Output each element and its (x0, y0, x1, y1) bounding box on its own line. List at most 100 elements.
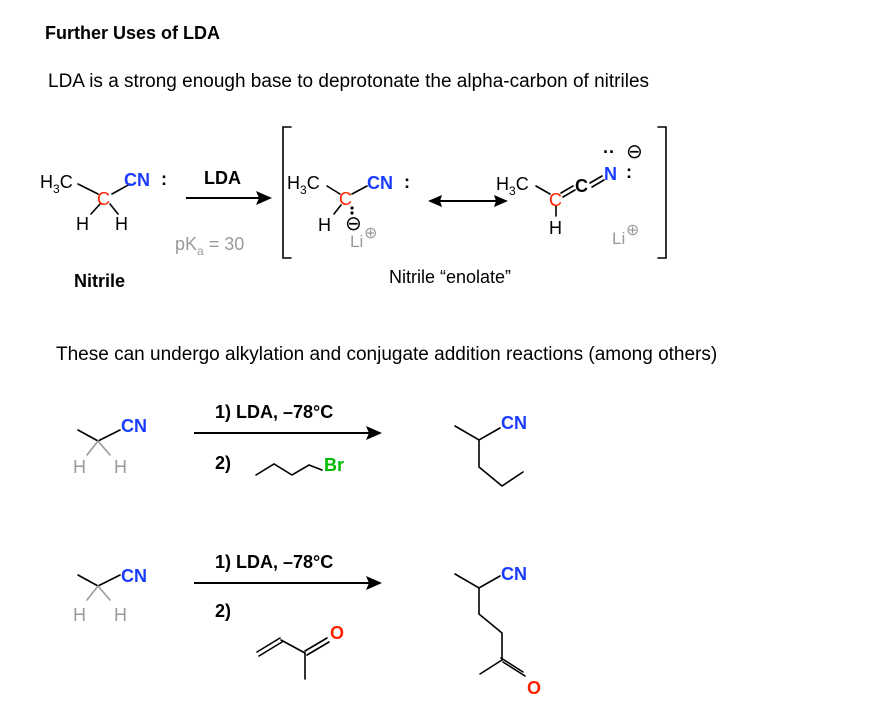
hydrogen: H (318, 215, 331, 235)
carbonyl-bond (304, 637, 328, 652)
lone-pair: : (404, 172, 410, 192)
reaction2-product: CN O (454, 564, 541, 698)
lithium-counterion: Li (350, 232, 363, 251)
double-bond (258, 641, 283, 657)
double-bond (589, 175, 603, 184)
bond (478, 439, 524, 487)
bond (77, 574, 99, 587)
bond (86, 585, 99, 601)
bond (77, 429, 99, 442)
bond (86, 440, 99, 456)
negative-charge: ⊖ (345, 213, 362, 235)
bond (478, 587, 503, 661)
positive-charge: ⊕ (364, 225, 377, 242)
page-title: Further Uses of LDA (45, 23, 221, 43)
hydrogen: H (114, 605, 127, 625)
hydrogen: H (76, 214, 89, 234)
carbonyl-bond (306, 641, 330, 656)
positive-charge: ⊕ (626, 222, 639, 239)
methyl-vinyl-ketone: O (256, 623, 344, 680)
double-bond (591, 179, 605, 188)
lithium-counterion: Li (612, 229, 625, 248)
intro-text: LDA is a strong enough base to deprotona… (48, 71, 650, 92)
methyl-group: H3C (40, 172, 73, 196)
reaction1-arrow: 1) LDA, –78°C 2) Br (194, 402, 382, 476)
reaction2-starting-nitrile: CN H H (73, 566, 147, 625)
reaction1-starting-nitrile: CN H H (73, 416, 147, 477)
bond (111, 183, 131, 195)
alpha-carbon: C (339, 189, 352, 209)
arrow-head (256, 191, 272, 205)
bond (109, 203, 119, 215)
nitrile-anion-carbanion: H3C C CN : H ⊖ Li ⊕ (287, 172, 410, 251)
hydrogen: H (73, 605, 86, 625)
ketenimine-carbon: C (575, 176, 588, 196)
step2-label: 2) (215, 601, 231, 621)
bond (454, 573, 501, 589)
pka-value: pKa = 30 (175, 234, 244, 258)
bond (479, 659, 503, 675)
ketenimine-nitrogen: N (604, 164, 617, 184)
bond (326, 185, 341, 195)
lda-arrow: LDA pKa = 30 (175, 168, 272, 258)
bond (97, 585, 111, 601)
arrow-head (494, 195, 508, 207)
nitrile-cn: CN (121, 416, 147, 436)
bond (454, 425, 501, 441)
bond (351, 185, 368, 195)
carbonyl-bond (502, 661, 526, 677)
hydrogen: H (114, 457, 127, 477)
nitrile-anion-ketenimine: H3C C C N : ·· ⊖ H Li ⊕ (496, 141, 643, 248)
bromine: Br (324, 455, 344, 475)
bond (97, 429, 121, 442)
nitrile-cn: CN (124, 170, 150, 190)
nitrile-label: Nitrile (74, 271, 125, 291)
double-bond (562, 189, 576, 198)
lone-pair-dot (350, 211, 354, 215)
nitrile-cn: CN (121, 566, 147, 586)
bond (333, 204, 342, 215)
alpha-carbon: C (549, 190, 562, 210)
lone-pair-dots: ·· (603, 142, 615, 162)
enolate-label: Nitrile “enolate” (389, 267, 511, 287)
bond (97, 574, 121, 587)
nitrile-cn: CN (501, 413, 527, 433)
lone-pair: : (626, 162, 632, 182)
right-bracket (657, 126, 667, 259)
methyl-group: H3C (496, 174, 529, 198)
arrow-head (366, 576, 382, 590)
reaction2-arrow: 1) LDA, –78°C 2) O (194, 552, 382, 680)
step2-label: 2) (215, 453, 231, 473)
double-bond (560, 185, 574, 194)
nitrile-cn: CN (367, 173, 393, 193)
alpha-carbon: C (97, 189, 110, 209)
bond (90, 203, 101, 215)
hydrogen: H (73, 457, 86, 477)
bond (280, 639, 306, 654)
arrow-head (366, 426, 382, 440)
arrow-head (428, 195, 442, 207)
oxygen: O (527, 678, 541, 698)
lone-pair-dot (350, 206, 354, 210)
oxygen: O (330, 623, 344, 643)
resonance-arrow (428, 195, 508, 207)
step1-reagent: 1) LDA, –78°C (215, 552, 333, 572)
nitrile-structure: H3C C CN : H H Nitrile (40, 169, 167, 291)
bond (97, 440, 111, 456)
hydrogen: H (115, 214, 128, 234)
negative-charge: ⊖ (626, 141, 643, 163)
bond (77, 183, 99, 195)
double-bond (256, 637, 281, 653)
carbonyl-bond (500, 657, 524, 673)
reaction1-product: CN (454, 413, 527, 487)
scheme2-caption: These can undergo alkylation and conjuga… (56, 344, 718, 365)
reagent-lda: LDA (204, 168, 241, 188)
methyl-group: H3C (287, 173, 320, 197)
hydrogen: H (549, 218, 562, 238)
propyl-bromide (255, 463, 323, 476)
step1-reagent: 1) LDA, –78°C (215, 402, 333, 422)
nitrile-cn: CN (501, 564, 527, 584)
bond (535, 185, 551, 195)
lone-pair: : (161, 169, 167, 189)
